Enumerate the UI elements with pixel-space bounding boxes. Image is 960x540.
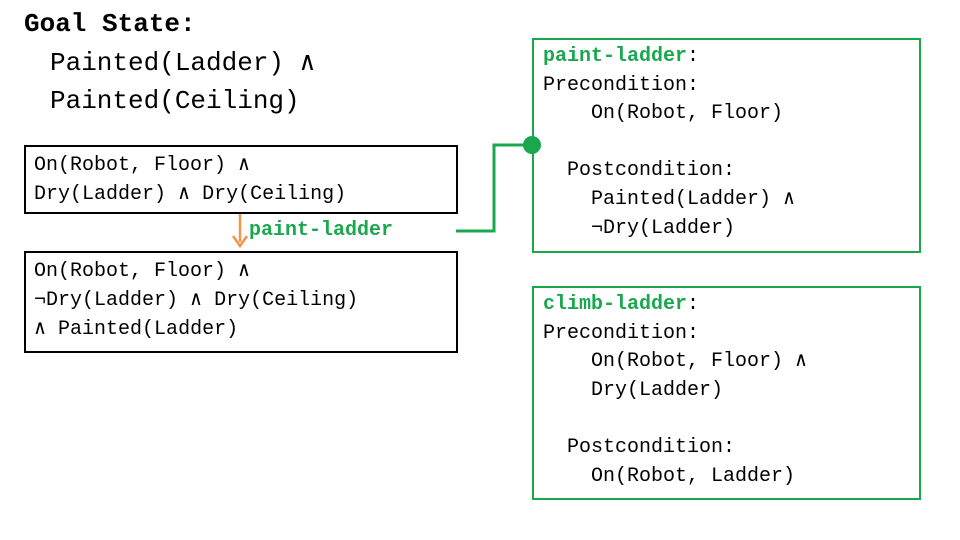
operator-name: paint-ladder [543, 45, 688, 68]
state-line: On(Robot, Floor) ∧ [34, 260, 251, 283]
transition-label: paint-ladder [249, 219, 394, 242]
postcondition-item: On(Robot, Ladder) [591, 464, 796, 488]
operator-name: climb-ladder [543, 293, 688, 316]
precondition-item: On(Robot, Floor) ∧ [591, 350, 808, 374]
precondition-label: Precondition: [543, 73, 700, 97]
state-line: ∧ Painted(Ladder) [34, 318, 239, 341]
postcondition-item: Painted(Ladder) ∧ [591, 187, 796, 211]
goal-condition-line: Painted(Ladder) ∧ [50, 48, 316, 78]
precondition-label: Precondition: [543, 321, 700, 345]
postcondition-label: Postcondition: [567, 159, 736, 183]
operator-link-line [456, 143, 532, 233]
operator-box-paint-ladder: paint-ladder: Precondition: On(Robot, Fl… [532, 38, 921, 253]
operator-box-climb-ladder: climb-ladder: Precondition: On(Robot, Fl… [532, 286, 921, 500]
precondition-item: Dry(Ladder) [591, 378, 724, 402]
state-box-initial: On(Robot, Floor) ∧ Dry(Ladder) ∧ Dry(Cei… [24, 145, 458, 214]
state-line: On(Robot, Floor) ∧ [34, 154, 251, 177]
goal-state-title: Goal State: [24, 9, 196, 39]
precondition-item: On(Robot, Floor) [591, 102, 784, 126]
state-line: Dry(Ladder) ∧ Dry(Ceiling) [34, 183, 347, 206]
postcondition-item: ¬Dry(Ladder) [591, 216, 736, 240]
transition-arrowhead [231, 235, 249, 249]
postcondition-label: Postcondition: [567, 435, 736, 459]
state-box-after-paint: On(Robot, Floor) ∧ ¬Dry(Ladder) ∧ Dry(Ce… [24, 251, 458, 353]
goal-condition-line: Painted(Ceiling) [50, 86, 300, 116]
state-line: ¬Dry(Ladder) ∧ Dry(Ceiling) [34, 289, 359, 312]
